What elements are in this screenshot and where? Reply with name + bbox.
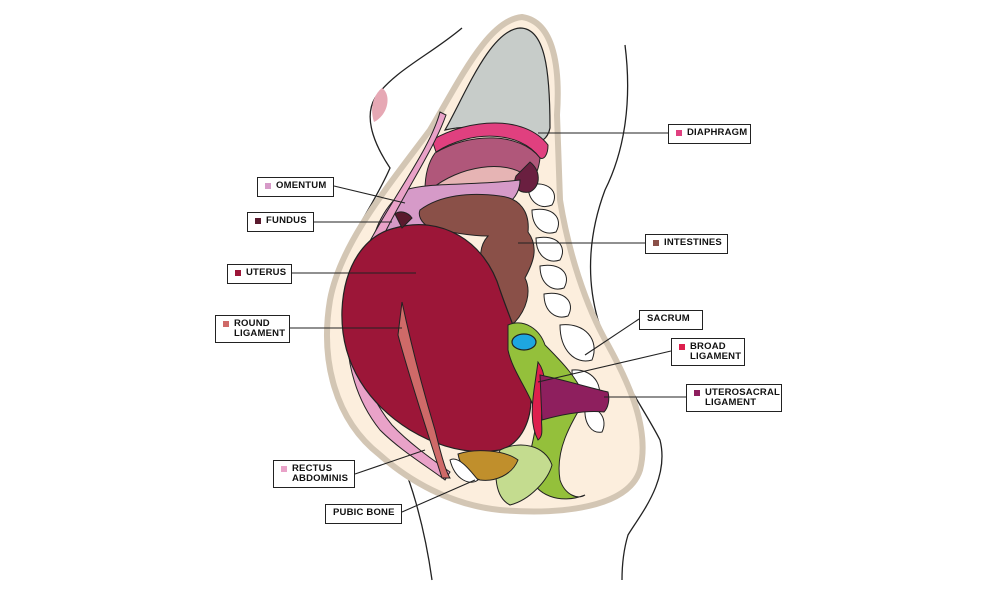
label-broad-ligament: BROAD LIGAMENT — [671, 338, 745, 366]
rectus-abdominis-swatch — [281, 466, 287, 472]
broad-ligament-swatch — [679, 344, 685, 350]
label-uterosacral-ligament: UTEROSACRAL LIGAMENT — [686, 384, 782, 412]
fundus — [394, 211, 413, 229]
uterus-swatch — [235, 270, 241, 276]
leader-lines — [290, 132, 686, 513]
label-rectus-abdominis: RECTUS ABDOMINIS — [273, 460, 355, 488]
label-round-ligament: ROUND LIGAMENT — [215, 315, 290, 343]
uterosacral-ligament-swatch — [694, 390, 700, 396]
label-diaphragm: DIAPHRAGM — [668, 124, 751, 144]
label-intestines: INTESTINES — [645, 234, 728, 254]
label-uterus: UTERUS — [227, 264, 292, 284]
intestines-swatch — [653, 240, 659, 246]
label-fundus: FUNDUS — [247, 212, 314, 232]
label-sacrum: SACRUM — [639, 310, 703, 330]
round-ligament-swatch — [223, 321, 229, 327]
ovary — [511, 333, 537, 351]
label-pubic-bone: PUBIC BONE — [325, 504, 402, 524]
round-ligament — [397, 301, 451, 479]
diaphragm — [431, 122, 549, 159]
pubic-symphysis — [449, 458, 479, 483]
fundus-swatch — [255, 218, 261, 224]
diaphragm-swatch — [676, 130, 682, 136]
omentum-swatch — [265, 183, 271, 189]
breast-nipple — [372, 88, 388, 122]
uterosacral-ligament — [539, 374, 610, 421]
label-omentum: OMENTUM — [257, 177, 334, 197]
